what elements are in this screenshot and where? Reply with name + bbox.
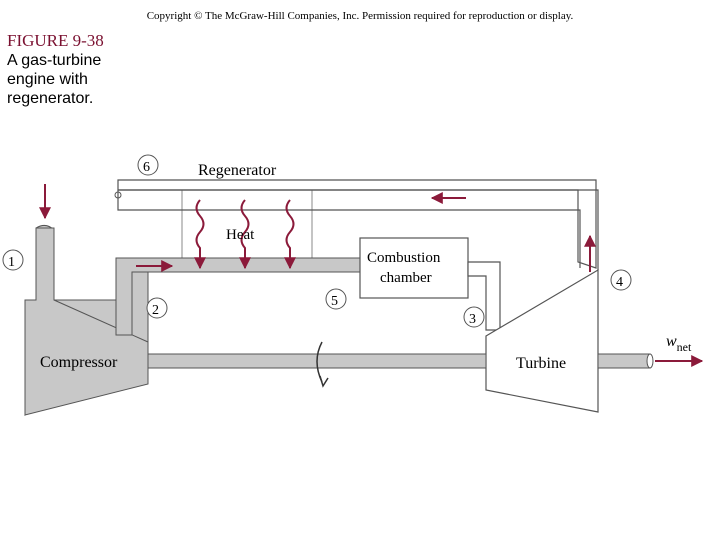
turbine-label: Turbine: [516, 355, 566, 372]
regenerator-label: Regenerator: [198, 162, 277, 179]
wnet-subscript: net: [677, 340, 692, 354]
chamber-label: chamber: [380, 270, 432, 286]
state-4-marker: 4: [610, 269, 632, 291]
wnet-label: wnet: [666, 333, 692, 354]
state-6-label: 6: [143, 160, 150, 175]
state-6-marker: 6: [137, 154, 159, 176]
compressed-air-duct: [115, 257, 361, 336]
state-5-label: 5: [331, 294, 338, 309]
shaft-end: [646, 353, 654, 369]
combustion-chamber: [359, 237, 469, 299]
exhaust-duct-bottom: [118, 189, 599, 270]
combustion-label: Combustion: [367, 250, 441, 266]
exhaust-duct-top: [117, 190, 581, 268]
state-2-marker: 2: [146, 297, 168, 319]
figure-number: FIGURE 9-38: [7, 31, 104, 50]
output-shaft: [597, 353, 651, 369]
hot-gas-duct: [467, 261, 501, 331]
figure-caption: A gas-turbine engine with regenerator.: [7, 51, 147, 108]
state-1-label: 1: [8, 255, 15, 270]
copyright-notice: Copyright © The McGraw-Hill Companies, I…: [146, 10, 574, 22]
turbine-body: [485, 268, 599, 413]
caption-line: A gas-turbine: [7, 52, 102, 69]
heat-arrow: [284, 199, 296, 270]
compressor-label: Compressor: [40, 354, 118, 371]
wnet-main: w: [666, 333, 677, 350]
state-5-marker: 5: [325, 288, 347, 310]
heat-label: Heat: [226, 227, 255, 243]
state-2-label: 2: [152, 303, 159, 318]
caption-line: engine with: [7, 71, 88, 88]
heat-arrow: [239, 199, 251, 270]
state-1-marker: 1: [2, 249, 24, 271]
state-4-label: 4: [616, 275, 623, 290]
compressor-shape: [24, 227, 149, 416]
rotation-arrowhead-icon: [319, 375, 329, 388]
state-3-marker: 3: [463, 306, 485, 328]
caption-line: regenerator.: [7, 90, 94, 107]
heat-arrow: [194, 199, 206, 270]
state-3-label: 3: [469, 312, 476, 327]
